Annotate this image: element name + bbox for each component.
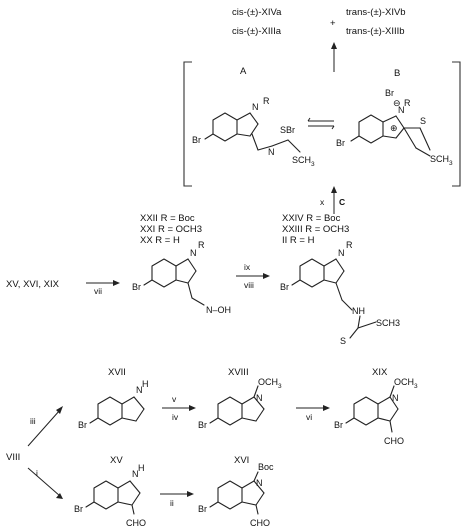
step-c-numeral: x [320,197,325,207]
arrow-to-products [331,42,337,72]
xviii-n: N [256,393,263,403]
arrow-vii: vii [86,280,120,296]
structure-b: Br Br ⊖ R N ⊕ S SCH3 [336,88,453,167]
structure-a: Br N R SBr SCH3 N [192,96,315,168]
oxime-br: Br [132,282,141,292]
step-c-arrow: x C [320,186,345,214]
dtc-nh: NH [352,306,365,316]
b-s: S [420,116,426,126]
series-ii: II R = H [282,235,315,246]
product-trans-xivb: trans-(±)-XIVb [346,7,406,18]
product-trans-xiiib: trans-(±)-XIIIb [346,26,405,37]
arrow-v-label: v [172,394,177,404]
oxime-r: R [198,240,205,250]
structure-xix: XIX Br N OCH3 CHO [334,367,418,446]
arrow-iii: iii [27,406,63,447]
label-xviii: XVIII [228,367,249,378]
xv-br: Br [74,504,83,514]
dtc-n: N [338,248,345,258]
xvii-h: H [142,379,149,389]
b-minus: ⊖ [393,98,401,108]
xv-h: H [138,463,145,473]
dtc-s: S [340,336,346,346]
series-xx: XX R = H [140,235,180,246]
xviii-och3: OCH3 [258,377,282,390]
arrow-ix-viii: ix viii [236,262,270,290]
product-cis-xiva: cis-(±)-XIVa [232,7,282,18]
arrow-viii-label: viii [244,280,254,290]
b-sch3: SCH3 [430,154,453,167]
arrow-vi: vi [296,405,330,422]
start-compounds: XV, XVI, XIX [6,279,60,290]
arrow-ix-label: ix [244,262,251,272]
xix-br: Br [334,420,343,430]
middle-series-left: XXII R = Boc XXI R = OCH3 XX R = H [140,213,202,246]
b-br: Br [336,138,345,148]
xix-cho: CHO [384,436,404,446]
step-c-letter: C [339,197,345,207]
xvii-br: Br [78,420,87,430]
a-sbr: SBr [280,125,295,135]
a-br: Br [192,135,201,145]
label-xvi: XVI [234,455,249,466]
series-xxiv: XXIV R = Boc [282,213,341,224]
structure-oxime: Br N R N–OH [132,240,231,315]
structure-dithiocarbamate: Br N R NH SCH3 S [280,240,400,346]
xviii-br: Br [198,420,207,430]
label-b: B [394,68,400,79]
xvi-cho: CHO [250,518,270,528]
xv-cho: CHO [126,518,146,528]
a-n-imine: N [268,147,275,157]
arrow-ii-label: ii [170,498,174,508]
xix-och3: OCH3 [394,377,418,390]
start-viii: VIII [6,452,20,463]
a-r: R [263,96,270,106]
xvi-br: Br [198,504,207,514]
series-xxii: XXII R = Boc [140,213,195,224]
arrow-i: i [27,467,63,499]
arrow-iii-label: iii [30,416,36,426]
oxime-n: N [190,248,197,258]
equilibrium-arrows [307,117,335,130]
structure-xviii: XVIII Br N OCH3 [198,367,282,430]
b-br-anion: Br [385,88,394,98]
arrow-vii-label: vii [94,286,102,296]
label-xv: XV [110,455,123,466]
series-xxiii: XXIII R = OCH3 [282,224,349,235]
xvii-n: N [136,385,143,395]
arrow-ii: ii [160,491,194,508]
dtc-br: Br [280,282,289,292]
bracket-equilibrium: A B Br N R SBr SCH3 N [183,61,461,187]
label-a: A [240,66,247,77]
structure-xvi: XVI Br N Boc CHO [198,455,274,528]
b-plus: ⊕ [390,123,398,133]
xvi-n: N [256,478,263,488]
arrow-i-label: i [36,468,38,478]
arrow-iv-label: iv [172,412,179,422]
product-cis-xiiia: cis-(±)-XIIIa [232,26,282,37]
arrow-iv-v: v iv [162,394,196,422]
a-n: N [252,102,259,112]
structure-xv: XV Br N H CHO [74,455,146,528]
xv-n: N [132,469,139,479]
middle-series-right: XXIV R = Boc XXIII R = OCH3 II R = H [282,213,349,246]
a-sch3: SCH3 [292,155,315,168]
oxime-noh: N–OH [206,305,231,315]
product-labels: cis-(±)-XIVa cis-(±)-XIIIa + trans-(±)-X… [232,7,406,37]
b-r: R [404,98,411,108]
series-xxi: XXI R = OCH3 [140,224,202,235]
label-xix: XIX [372,367,388,378]
b-n: N [398,105,405,115]
label-xvii: XVII [108,367,126,378]
dtc-sch3: SCH3 [376,318,400,328]
dtc-r: R [346,240,353,250]
structure-xvii: XVII Br N H [78,367,149,430]
xix-n: N [392,393,399,403]
arrow-vi-label: vi [306,412,312,422]
xvi-boc: Boc [258,462,274,472]
products-plus: + [330,18,336,29]
